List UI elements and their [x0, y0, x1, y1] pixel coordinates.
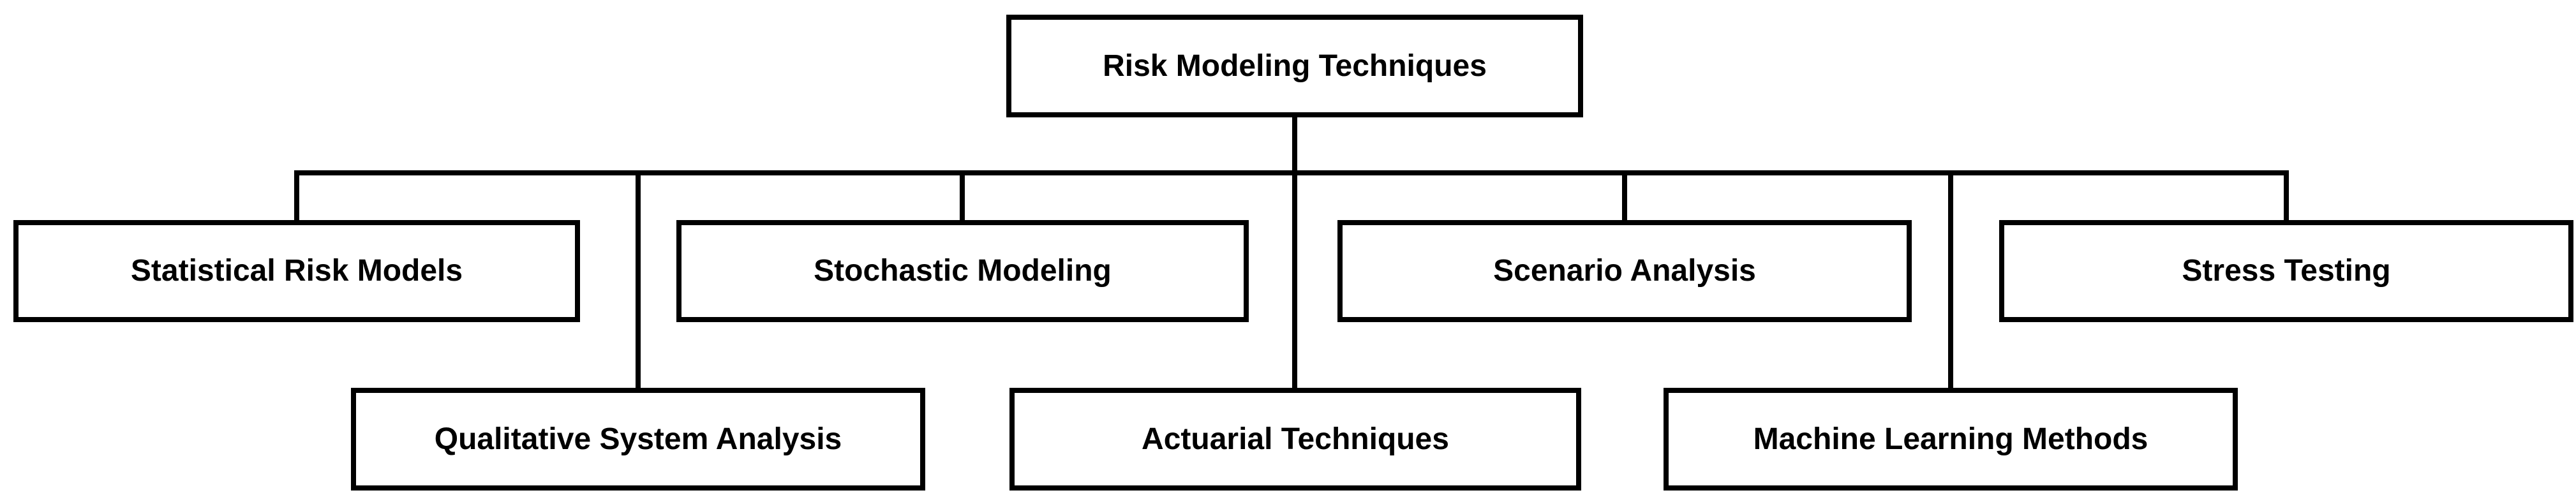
node-risk-modeling-techniques-label: Risk Modeling Techniques — [1103, 48, 1487, 83]
node-scenario-analysis-label: Scenario Analysis — [1493, 254, 1756, 288]
node-qualitative-system-analysis-label: Qualitative System Analysis — [434, 422, 842, 456]
node-statistical-risk-models: Statistical Risk Models — [13, 220, 580, 322]
node-stress-testing: Stress Testing — [1999, 220, 2573, 322]
node-machine-learning-methods-label: Machine Learning Methods — [1753, 422, 2148, 456]
connector-drop-statistical-risk-models — [294, 170, 299, 220]
node-actuarial-techniques-label: Actuarial Techniques — [1142, 422, 1449, 456]
connector-drop-qualitative-system-analysis — [636, 170, 641, 388]
connector-drop-stochastic-modeling — [960, 170, 965, 220]
connector-drop-machine-learning-methods — [1948, 170, 1953, 388]
connector-root-stem — [1292, 117, 1297, 388]
node-stress-testing-label: Stress Testing — [2182, 254, 2391, 288]
node-scenario-analysis: Scenario Analysis — [1337, 220, 1912, 322]
node-stochastic-modeling-label: Stochastic Modeling — [814, 254, 1112, 288]
node-qualitative-system-analysis: Qualitative System Analysis — [351, 388, 925, 491]
connector-horizontal-rail — [294, 170, 2289, 175]
node-stochastic-modeling: Stochastic Modeling — [676, 220, 1249, 322]
node-statistical-risk-models-label: Statistical Risk Models — [130, 254, 463, 288]
node-machine-learning-methods: Machine Learning Methods — [1664, 388, 2238, 491]
connector-drop-scenario-analysis — [1622, 170, 1627, 220]
node-actuarial-techniques: Actuarial Techniques — [1009, 388, 1581, 491]
node-risk-modeling-techniques: Risk Modeling Techniques — [1006, 15, 1583, 117]
connector-drop-stress-testing — [2284, 170, 2289, 220]
